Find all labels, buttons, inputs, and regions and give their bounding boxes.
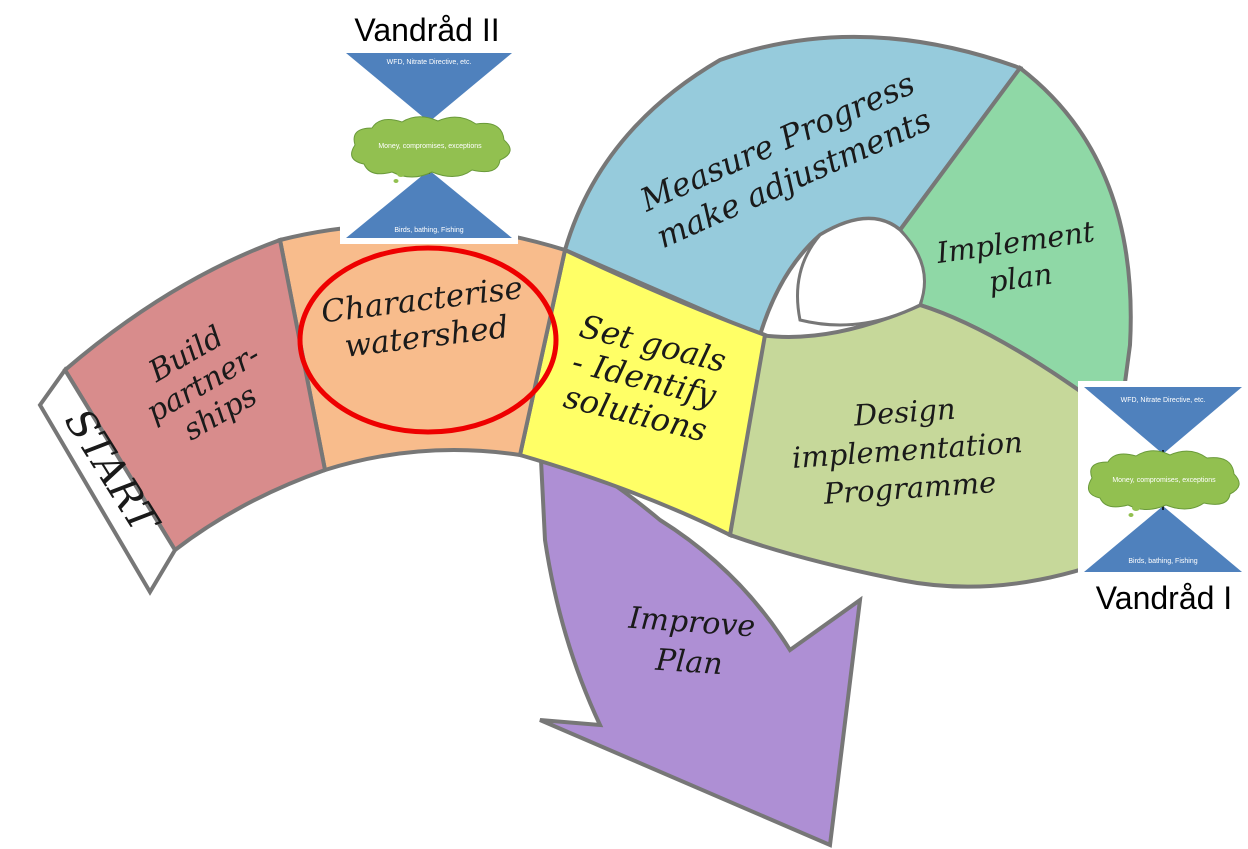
build-partnerships-segment — [62, 237, 328, 553]
vandrad-right-inset: WFD, Nitrate Directive, etc. Birds, bath… — [1078, 381, 1246, 616]
set-goals-segment — [517, 247, 768, 538]
vandrad-top-directive-label: WFD, Nitrate Directive, etc. — [387, 59, 472, 66]
vandrad-right-title: Vandråd I — [1096, 580, 1232, 616]
svg-text:Design: Design — [852, 392, 957, 433]
vandrad-right-cloud-label: Money, compromises, exceptions — [1112, 477, 1216, 484]
svg-text:Plan: Plan — [653, 643, 723, 683]
vandrad-top-cloud — [351, 116, 511, 178]
vandrad-right-down-triangle — [1084, 387, 1242, 454]
vandrad-top-down-triangle — [346, 53, 512, 122]
vandrad-top-inset: Vandråd II WFD, Nitrate Directive, etc. … — [340, 12, 518, 244]
vandrad-top-title: Vandråd II — [354, 12, 499, 48]
vandrad-top-uses-label: Birds, bathing, Fishing — [394, 227, 463, 234]
start-segment — [37, 366, 178, 596]
vandrad-right-cloud — [1087, 450, 1240, 510]
highlight-ellipse — [297, 245, 559, 435]
vandrad-right-uses-label: Birds, bathing, Fishing — [1128, 558, 1197, 565]
vandrad-right-up-triangle — [1084, 506, 1242, 572]
vandrad-right-directive-label: WFD, Nitrate Directive, etc. — [1121, 397, 1206, 404]
vandrad-top-up-triangle — [346, 170, 512, 238]
vandrad-top-cloud-label: Money, compromises, exceptions — [378, 143, 482, 150]
spiral-center — [796, 217, 926, 327]
set-goals-label: Set goals - Identify solutions — [560, 307, 730, 449]
measure-progress-segment — [562, 34, 1024, 338]
